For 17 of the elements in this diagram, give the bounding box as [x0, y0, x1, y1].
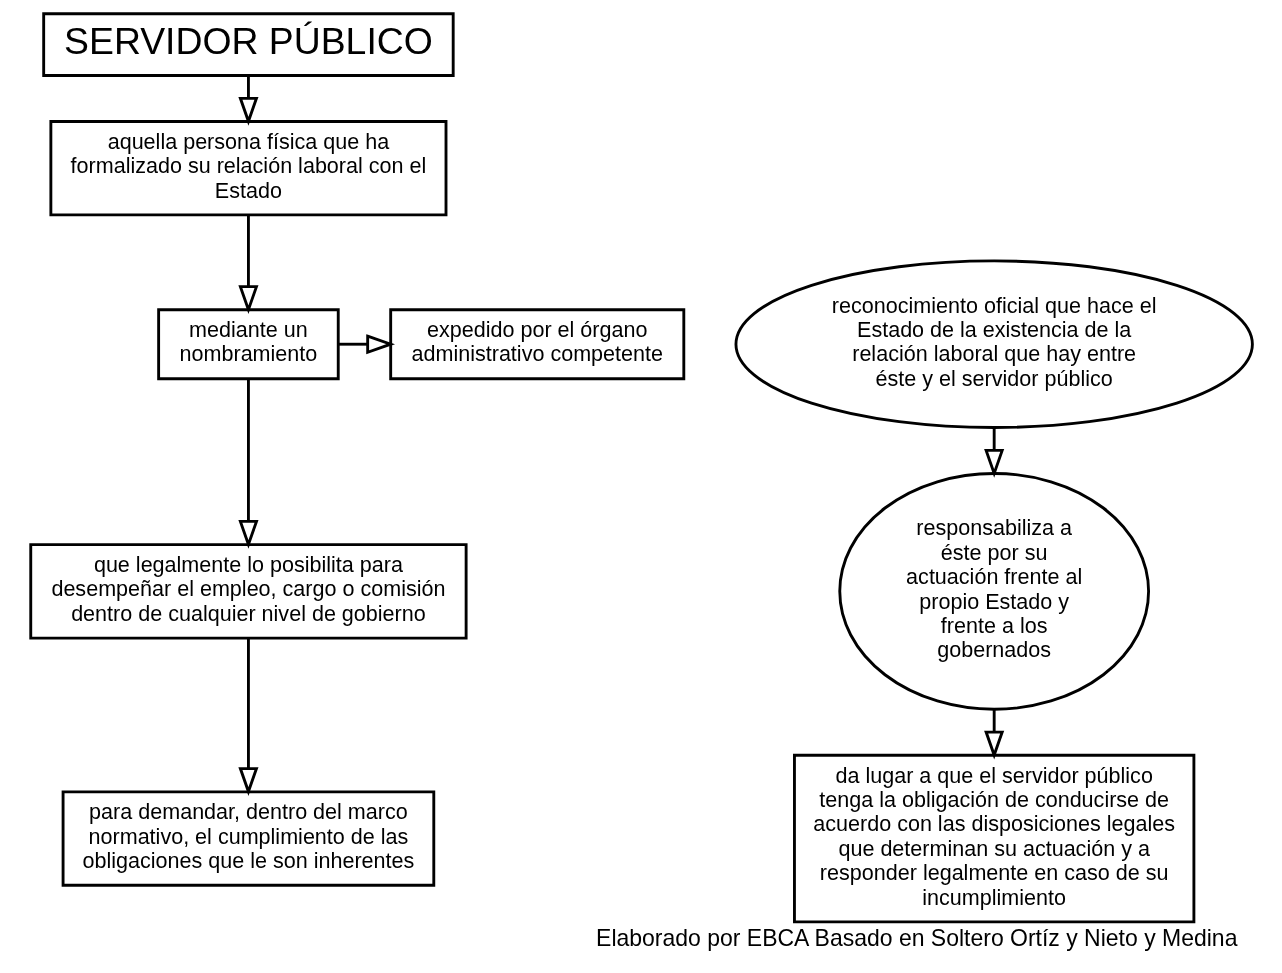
node-box: aquella persona física que ha formalizado su relación laboral con el Estado [48, 120, 447, 217]
node-ellipse: reconocimiento oficial que hace el Estado de la existencia de la relación laboral que hay entre éste y el servidor público [734, 259, 1254, 429]
arrow [237, 638, 258, 796]
caption: Elaborado por EBCA Basado en Soltero Ortíz y Nieto y Medina [595, 925, 1237, 952]
arrow [983, 427, 1004, 478]
node-box: da lugar a que el servidor público tenga la obligación de conducirse de acuerdo con las disposiciones legales que determinan su actuación y a responder legalmente en caso de su incumplimiento [792, 753, 1195, 924]
arrow [237, 379, 258, 549]
node-ellipse: responsabiliza a éste por su actuación frente al propio Estado y frente a los gobernados [837, 472, 1150, 711]
arrow [338, 334, 395, 355]
node-box: que legalmente lo posibilita para desempeñar el empleo, cargo o comisión dentro de cualquier nivel de gobierno [28, 543, 468, 640]
node-box: SERVIDOR PÚBLICO [41, 12, 455, 77]
arrow [237, 75, 258, 126]
arrow [237, 215, 258, 314]
node-box: expedido por el órgano administrativo competente [388, 308, 685, 381]
arrow [983, 709, 1004, 760]
node-box: para demandar, dentro del marco normativo, el cumplimiento de las obligaciones que le son inherentes [61, 790, 435, 887]
node-box: mediante un nombramiento [156, 308, 340, 381]
